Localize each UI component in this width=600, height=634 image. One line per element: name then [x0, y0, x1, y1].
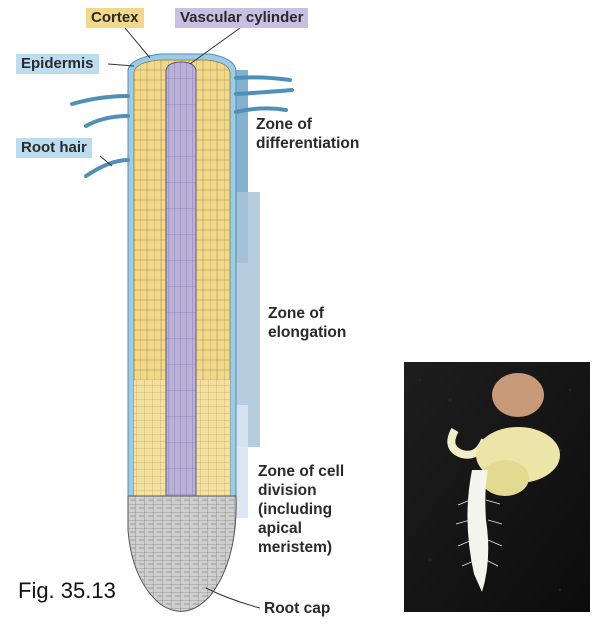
cortex-leader: [124, 27, 151, 59]
root-cap-leader: [205, 587, 261, 609]
vascular-leader: [189, 27, 241, 65]
zone-elongation-line-2: elongation: [268, 324, 347, 341]
zone-bar-elongation: [232, 192, 260, 447]
cortex-label: Cortex: [86, 8, 144, 28]
zone-cell-division-line-2: division: [258, 482, 317, 499]
root-hair-label: Root hair: [16, 138, 92, 158]
zone-elongation-label: Zone of elongation: [268, 304, 346, 342]
zone-differentiation-line-1: Zone of: [256, 116, 312, 133]
zone-elongation-line-1: Zone of: [268, 305, 324, 322]
vascular-cylinder-label: Vascular cylinder: [175, 8, 309, 28]
vascular-cylinder-tissue: [165, 61, 197, 503]
root-hairs-left: [70, 94, 130, 178]
root-cap-label: Root cap: [264, 600, 331, 617]
figure-caption: Fig. 35.13: [18, 578, 116, 603]
zone-differentiation-label: Zone of differentiation: [256, 115, 359, 153]
zone-cell-division-line-1: Zone of cell: [258, 463, 345, 480]
root-hair-leader: [99, 155, 113, 167]
zone-cell-division-line-3: (including: [258, 501, 333, 518]
zone-cell-division-line-5: meristem): [258, 539, 333, 556]
zone-cell-division-label: Zone of cell division (including apical …: [258, 462, 344, 557]
epidermis-leader: [107, 63, 135, 67]
zone-differentiation-line-2: differentiation: [256, 135, 360, 152]
epidermis-label: Epidermis: [16, 54, 99, 74]
zone-cell-division-line-4: apical: [258, 520, 302, 537]
root-cap-tissue: [127, 495, 237, 612]
seedling-photo: [404, 362, 590, 612]
root-hairs-right: [234, 75, 294, 114]
